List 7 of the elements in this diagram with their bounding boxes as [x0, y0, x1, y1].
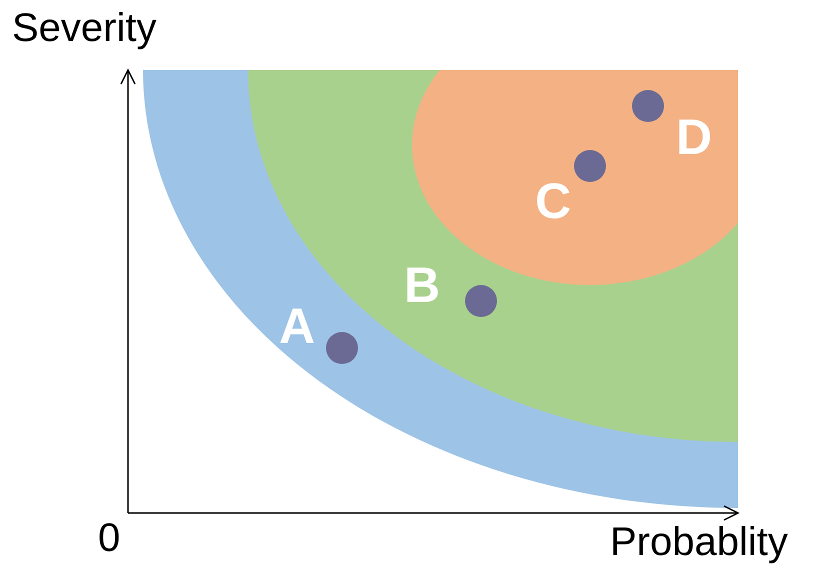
point-label: A [278, 301, 316, 351]
origin-label: 0 [98, 518, 120, 558]
point-label: B [404, 260, 440, 310]
axis-title: Severity [12, 8, 156, 48]
point-label: C [534, 176, 572, 226]
axis-title: Probablity [610, 522, 788, 562]
point-label: D [676, 112, 712, 162]
